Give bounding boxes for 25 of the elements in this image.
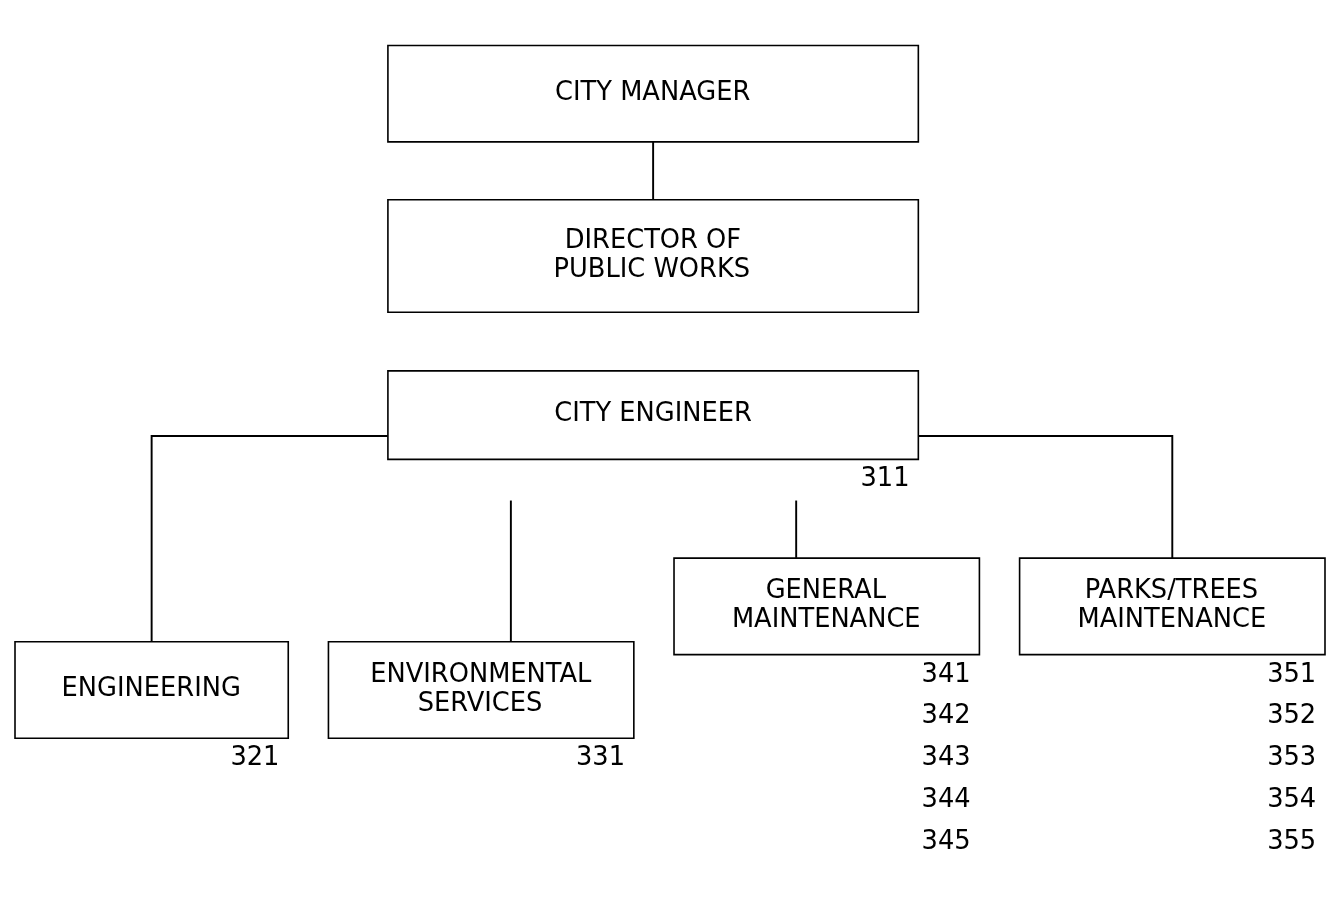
node-label: 321 — [230, 741, 280, 772]
node-label: 352 — [1267, 699, 1317, 730]
connector — [509, 499, 512, 643]
node-label: 311 — [860, 462, 910, 493]
node-box: ENVIRONMENTAL SERVICES — [327, 640, 635, 739]
node-label: 331 — [575, 741, 626, 772]
node-label: 351 — [1267, 657, 1317, 688]
node-box: DIRECTOR OF PUBLIC WORKS — [387, 198, 920, 314]
node-label: 355 — [1267, 824, 1317, 855]
node-box: ENGINEERING — [14, 640, 290, 739]
node-box: GENERAL MAINTENANCE — [673, 557, 981, 656]
node-box: CITY ENGINEER — [387, 370, 920, 461]
connector — [795, 499, 798, 559]
node-label: 343 — [921, 741, 971, 772]
node-label: 342 — [921, 699, 971, 730]
connector — [150, 435, 389, 643]
node-box: CITY MANAGER — [387, 44, 920, 143]
node-label: 341 — [921, 657, 971, 688]
node-label: 344 — [921, 782, 971, 813]
node-label: 345 — [921, 824, 971, 855]
node-label: 353 — [1267, 741, 1317, 772]
node-box: PARKS/TREES MAINTENANCE — [1018, 557, 1326, 656]
connector — [917, 435, 1174, 560]
node-label: 354 — [1267, 782, 1317, 813]
connector — [652, 140, 655, 201]
